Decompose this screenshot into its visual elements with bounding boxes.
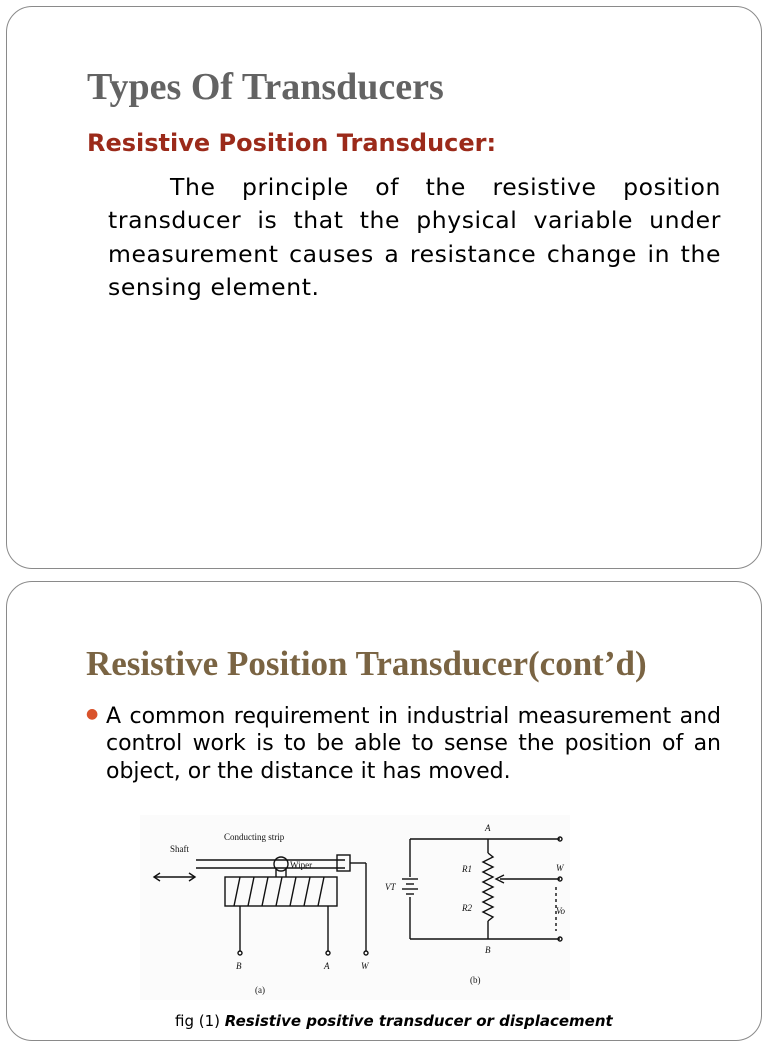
figure-caption: fig (1) Resistive positive transducer or… — [175, 1012, 613, 1030]
label-wiper: Wiper — [290, 860, 312, 870]
label-part-a: (a) — [255, 985, 265, 995]
label-terminal-w: W — [361, 961, 370, 971]
slide-subtitle: Resistive Position Transducer: — [87, 129, 497, 157]
bullet-dot-icon: ● — [86, 706, 99, 722]
transducer-figure: Shaft Conducting strip Wiper B A W (a) — [140, 815, 570, 1000]
caption-prefix: fig (1) — [175, 1012, 220, 1030]
slide-1: Types Of Transducers Resistive Position … — [6, 6, 762, 569]
slide-title: Resistive Position Transducer(cont’d) — [86, 644, 647, 683]
label-shaft: Shaft — [170, 844, 189, 854]
slide-title: Types Of Transducers — [87, 66, 444, 108]
label-circuit-b: B — [485, 945, 491, 955]
label-vt: VT — [385, 882, 396, 892]
label-r2: R2 — [461, 903, 472, 913]
label-terminal-a: A — [323, 961, 330, 971]
label-circuit-w: W — [556, 863, 565, 873]
label-vo: Vo — [556, 906, 566, 916]
transducer-diagram: Shaft Conducting strip Wiper B A W (a) — [152, 823, 566, 995]
label-circuit-a: A — [484, 823, 491, 833]
caption-text: Resistive positive transducer or displac… — [224, 1012, 613, 1030]
label-conducting-strip: Conducting strip — [224, 832, 285, 842]
slide-2: Resistive Position Transducer(cont’d) ● … — [6, 581, 762, 1041]
label-part-b: (b) — [470, 975, 481, 985]
label-r1: R1 — [461, 864, 472, 874]
label-terminal-b: B — [236, 961, 242, 971]
principle-paragraph: The principle of the resistive position … — [108, 173, 721, 301]
bullet-paragraph: A common requirement in industrial measu… — [106, 704, 721, 784]
